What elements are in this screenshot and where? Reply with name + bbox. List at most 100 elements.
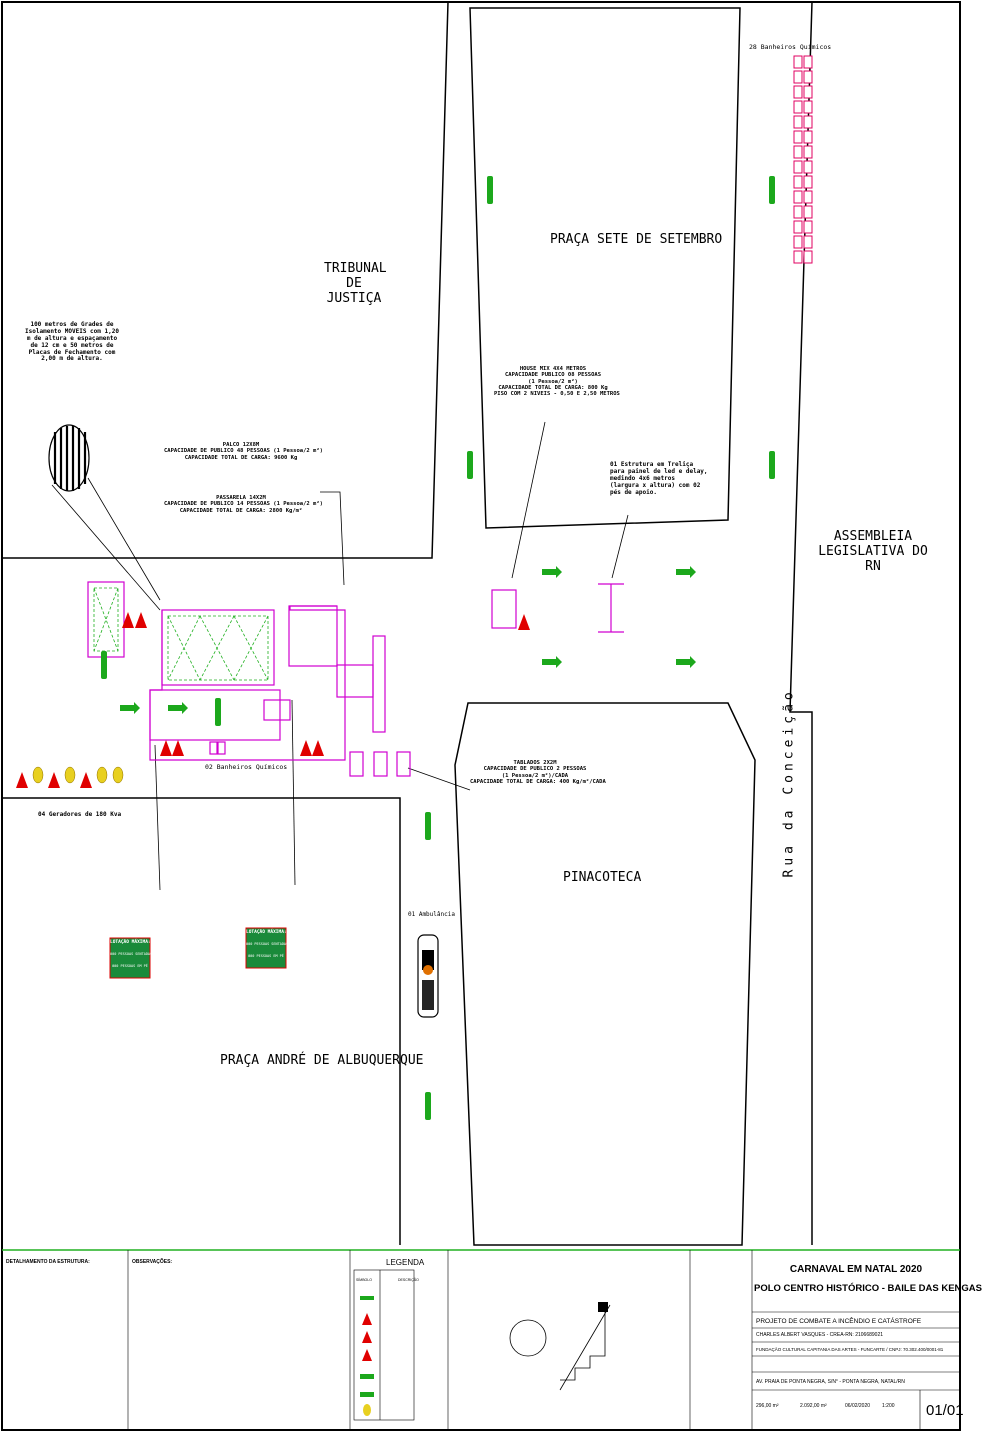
chemical-toilet bbox=[793, 160, 803, 174]
legend-extinguisher-2 bbox=[362, 1331, 372, 1343]
extinguisher-icon bbox=[312, 740, 324, 756]
chemical-toilet bbox=[793, 250, 803, 264]
extinguisher-icon bbox=[300, 740, 312, 756]
chemical-toilet bbox=[803, 250, 813, 264]
generator-icon bbox=[64, 766, 76, 784]
praca-sete-label: PRAÇA SETE DE SETEMBRO bbox=[550, 232, 723, 247]
area-construida-value: 296,00 m² bbox=[756, 1403, 779, 1409]
fence-hatch bbox=[53, 426, 87, 491]
observacoes-title: OBSERVAÇÕES: bbox=[132, 1259, 173, 1265]
chemical-toilet bbox=[803, 160, 813, 174]
legend-extinguisher-1 bbox=[362, 1313, 372, 1325]
exit-arrow-vertical bbox=[215, 698, 221, 726]
chemical-toilet bbox=[793, 235, 803, 249]
exit-arrow-vertical bbox=[425, 812, 431, 840]
escala-value: 1:200 bbox=[882, 1403, 895, 1409]
legend-exit-route bbox=[360, 1392, 374, 1397]
chemical-toilet bbox=[803, 130, 813, 144]
generators bbox=[32, 766, 124, 784]
detalhamento-title: DETALHAMENTO DA ESTRUTURA: bbox=[6, 1259, 90, 1265]
chemical-toilet bbox=[803, 145, 813, 159]
generator-icon bbox=[32, 766, 44, 784]
extinguisher-icon bbox=[80, 772, 92, 788]
legenda-title: LEGENDA bbox=[386, 1258, 425, 1267]
legend-emergency-light bbox=[360, 1296, 374, 1300]
house-mix bbox=[491, 589, 517, 629]
extinguisher-icon bbox=[135, 612, 147, 628]
lotacao-1-line1: 000 PESSOAS SENTADAS bbox=[110, 952, 153, 956]
house-mix-label: HOUSE MIX 4X4 METROS CAPACIDADE PUBLICO … bbox=[494, 366, 620, 398]
chemical-toilet bbox=[803, 85, 813, 99]
saida-leader-1 bbox=[154, 744, 161, 891]
generator-icon bbox=[112, 766, 124, 784]
chemical-toilet bbox=[793, 55, 803, 69]
folha-value: 01/01 bbox=[926, 1402, 964, 1419]
tablado-2 bbox=[373, 751, 388, 777]
drawing-frame bbox=[1, 1, 961, 1431]
projeto-value: PROJETO DE COMBATE A INCÊNDIO E CATÁSTRO… bbox=[756, 1318, 922, 1325]
chemical-toilet bbox=[793, 115, 803, 129]
chemical-toilet bbox=[803, 115, 813, 129]
assembleia-label: ASSEMBLEIA LEGISLATIVA DO RN bbox=[818, 529, 928, 574]
passarela bbox=[372, 635, 386, 733]
local-value: AV. PRAIA DE PONTA NEGRA, S/N° - PONTA N… bbox=[756, 1379, 905, 1385]
passarela-link bbox=[336, 664, 374, 698]
tribunal-label: TRIBUNAL DE JUSTIÇA bbox=[324, 261, 387, 306]
legenda-header-desc: DESCRIÇÃO bbox=[398, 1278, 419, 1282]
lotacao-2-line2: 000 PESSOAS EM PÉ bbox=[248, 954, 284, 958]
exit-arrow-horizontal bbox=[120, 702, 140, 714]
legend-symbols bbox=[360, 1296, 374, 1416]
palco-leader bbox=[320, 491, 345, 586]
exit-arrow-vertical bbox=[467, 451, 473, 479]
extinguisher-icon bbox=[16, 772, 28, 788]
praca-andre-label: PRAÇA ANDRÉ DE ALBUQUERQUE bbox=[220, 1053, 424, 1068]
data-value: 06/02/2020 bbox=[845, 1403, 871, 1409]
chemical-toilet bbox=[803, 220, 813, 234]
banheiros-top-label: 28 Banheiros Químicos bbox=[749, 43, 832, 51]
legend-extinguisher-3 bbox=[362, 1349, 372, 1361]
tablado-3 bbox=[396, 751, 411, 777]
exit-arrow-vertical bbox=[101, 651, 107, 679]
chemical-toilet bbox=[803, 100, 813, 114]
stage-inner-dashed bbox=[93, 587, 269, 681]
chemical-toilets-column bbox=[793, 55, 813, 264]
geradores-label: 04 Geradores de 180 Kva bbox=[38, 811, 122, 818]
lotacao-sign-1 bbox=[109, 937, 151, 979]
exit-arrow-horizontal bbox=[676, 656, 696, 668]
fire-extinguishers bbox=[16, 612, 530, 788]
pinacoteca-label: PINACOTECA bbox=[563, 870, 642, 885]
lotacao-sign-2 bbox=[245, 927, 287, 969]
praca-andre-block-outline bbox=[2, 797, 401, 1245]
ambulance-icon bbox=[417, 934, 439, 1018]
exit-arrow-vertical bbox=[425, 1092, 431, 1120]
title-block-grid bbox=[127, 1250, 960, 1430]
lotacao-2-line1: 000 PESSOAS SENTADAS bbox=[246, 942, 289, 946]
banheiros-bottom-label: 02 Banheiros Químicos bbox=[205, 763, 288, 771]
tribunal-block-outline bbox=[2, 1, 449, 559]
chemical-toilet bbox=[803, 55, 813, 69]
fence-callout-line bbox=[87, 477, 161, 601]
project-title-2: POLO CENTRO HISTÓRICO - BAILE DAS KENGAS bbox=[754, 1283, 982, 1294]
saida-leader-2 bbox=[291, 699, 296, 886]
assembleia-block-outline bbox=[789, 1, 813, 1245]
exit-arrow-horizontal bbox=[676, 566, 696, 578]
lotacao-2-title: LOTAÇÃO MÁXIMA: bbox=[246, 930, 287, 935]
chemical-toilet bbox=[793, 175, 803, 189]
extinguisher-icon bbox=[172, 740, 184, 756]
extinguisher-icon bbox=[518, 614, 530, 630]
praca-sete-block-outline bbox=[469, 7, 741, 529]
toilet-a bbox=[209, 741, 218, 755]
exit-arrow-horizontal bbox=[542, 656, 562, 668]
trelica-label: 01 Estrutura em Treliça para painel de l… bbox=[610, 461, 708, 496]
palco-label: PALCO 12X8M CAPACIDADE DE PUBLICO 48 PES… bbox=[164, 442, 323, 461]
cliente-value: FUNDAÇÃO CULTURAL CAPITANIA DAS ARTES - … bbox=[756, 1347, 944, 1352]
chemical-toilet bbox=[793, 205, 803, 219]
chemical-toilet bbox=[803, 175, 813, 189]
legend-exit-final bbox=[360, 1374, 374, 1379]
lotacao-1-title: LOTAÇÃO MÁXIMA: bbox=[110, 940, 151, 945]
chemical-toilet bbox=[793, 190, 803, 204]
toilet-b bbox=[217, 741, 226, 755]
generator-icon bbox=[96, 766, 108, 784]
tablados-label: TABLADOS 2X2M CAPACIDADE DE PUBLICO 2 PE… bbox=[470, 760, 606, 785]
extinguisher-icon bbox=[160, 740, 172, 756]
